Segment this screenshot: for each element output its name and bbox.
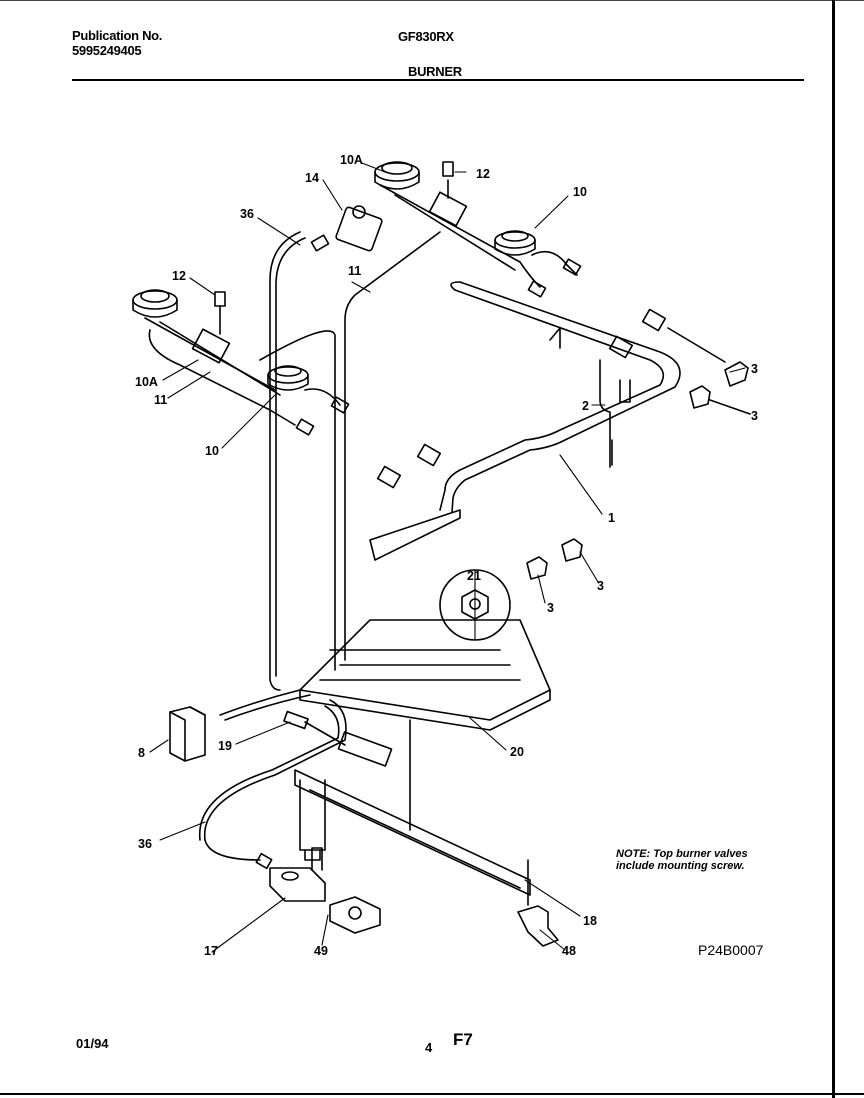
gas-line-36-top (269, 231, 306, 691)
callout-1: 1 (608, 511, 615, 525)
rear-burner-assembly (374, 161, 582, 298)
tube-11 (259, 231, 441, 671)
callout-10A-left: 10A (135, 375, 158, 389)
top-burner-valves (376, 308, 667, 489)
callout-21: 21 (467, 569, 481, 583)
callout-2: 2 (582, 399, 589, 413)
wiring (219, 689, 311, 721)
regulator-17 (255, 847, 326, 902)
callout-10-left: 10 (205, 444, 219, 458)
knobs-3 (526, 327, 751, 580)
footer-date: 01/94 (76, 1036, 109, 1051)
header-rule (72, 79, 804, 81)
callout-3-b: 3 (751, 409, 758, 423)
note-top-burner-valves: NOTE: Top burner valves include mounting… (616, 848, 748, 872)
top-border (0, 0, 864, 1)
callout-10A-top: 10A (340, 153, 363, 167)
callout-8: 8 (138, 746, 145, 760)
callout-11-left: 11 (154, 393, 167, 407)
model-number: GF830RX (398, 29, 454, 44)
publication-label: Publication No. (72, 28, 163, 43)
callout-20: 20 (510, 745, 524, 759)
callout-3-d: 3 (547, 601, 554, 615)
callout-48: 48 (562, 944, 576, 958)
gas-line-36-bottom (198, 699, 347, 861)
footer-figure: F7 (453, 1030, 473, 1049)
leader-lines (149, 162, 746, 953)
callout-36-top: 36 (240, 207, 254, 221)
burner-box-20 (299, 619, 551, 831)
footer-page-number: 4 (425, 1040, 433, 1055)
callout-14: 14 (305, 171, 319, 185)
callout-3-c: 3 (597, 579, 604, 593)
callout-18: 18 (583, 914, 597, 928)
callout-11-top: 11 (348, 264, 361, 278)
drawing-code: P24B0007 (698, 942, 764, 958)
bottom-border (0, 1093, 864, 1095)
callout-49: 49 (314, 944, 328, 958)
bracket-48 (517, 859, 559, 947)
section-title: BURNER (408, 64, 462, 79)
left-burner-assembly (132, 289, 350, 436)
switch-8 (169, 706, 206, 762)
callout-3-a: 3 (751, 362, 758, 376)
callout-19: 19 (218, 739, 232, 753)
valve-14 (310, 205, 383, 252)
callout-10-top: 10 (573, 185, 587, 199)
callout-12-left: 12 (172, 269, 186, 283)
manifold-pipe-1 (369, 281, 681, 561)
right-border (832, 0, 835, 1098)
bracket-18 (294, 769, 531, 896)
callout-36-bottom: 36 (138, 837, 152, 851)
callout-12-top: 12 (476, 167, 490, 181)
bracket-49 (329, 896, 381, 934)
igniter-19 (283, 710, 393, 767)
publication-number: 5995249405 (72, 43, 142, 58)
callout-17: 17 (204, 944, 218, 958)
